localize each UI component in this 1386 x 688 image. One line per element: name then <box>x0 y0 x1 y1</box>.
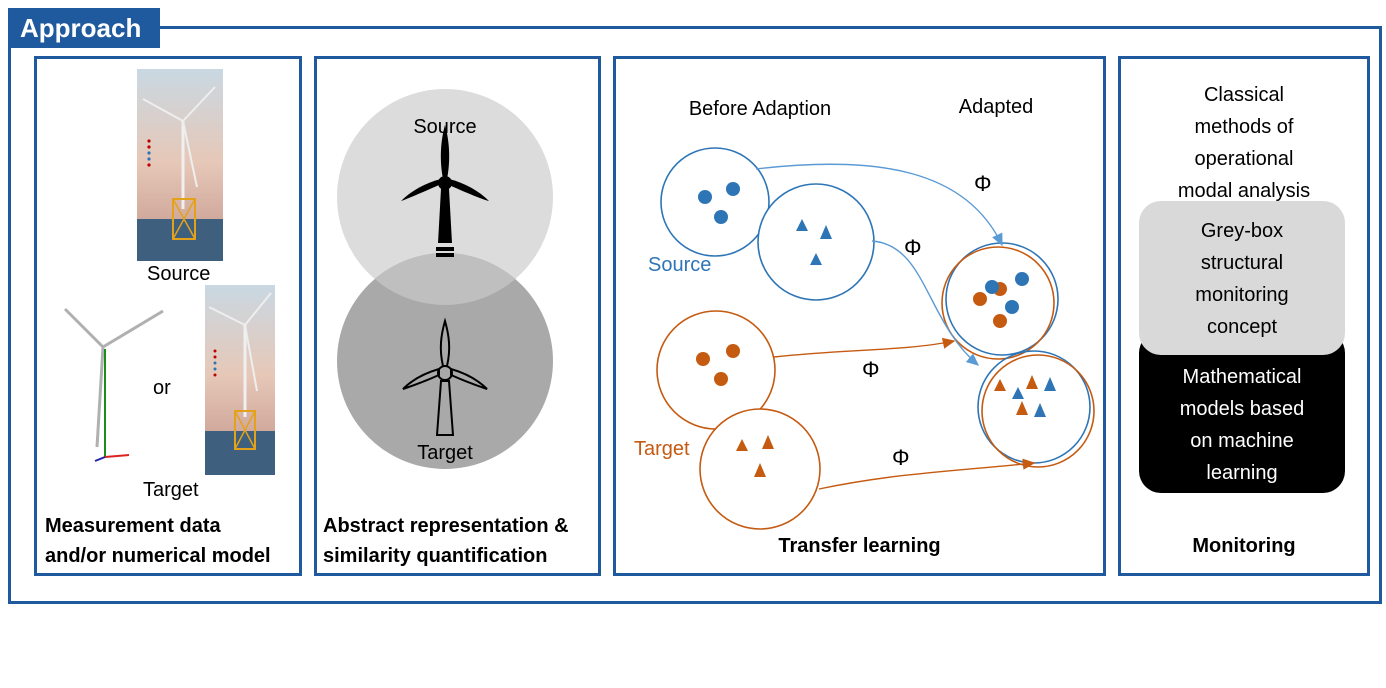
grey-box-concept-box: Grey-box structural monitoring concept <box>1139 201 1345 355</box>
panel1-source-label: Source <box>147 263 211 285</box>
panel3-source-label: Source <box>648 254 711 276</box>
panel-measurement-data: Source or Target Measurement data and/or <box>34 56 302 576</box>
wind-turbine-outline-icon <box>402 317 488 436</box>
panel2-caption-line1: Abstract representation & <box>323 515 569 537</box>
panel-transfer-learning: Before Adaption Adapted Source Target <box>613 56 1106 576</box>
turbine-photo-target <box>205 285 275 475</box>
approach-frame <box>8 26 1382 604</box>
panel-abstract-representation: Source Target Abstract representation & … <box>314 56 601 576</box>
adapted-triangles <box>994 375 1056 417</box>
target-triangles <box>736 435 774 477</box>
panel1-target-label: Target <box>143 479 199 501</box>
source-triangles-cluster <box>757 183 875 301</box>
panel2-caption-line2: similarity quantification <box>323 545 548 567</box>
turbine-photo-source <box>137 69 223 261</box>
panel2-target-label: Target <box>417 442 473 464</box>
phi-label-1: Φ <box>974 171 992 196</box>
phi-label-2: Φ <box>904 235 922 260</box>
before-adaption-label: Before Adaption <box>689 98 831 120</box>
panel1-caption-line1: Measurement data <box>45 515 221 537</box>
arrow-source-dots <box>755 163 1003 247</box>
classical-methods-text: Classical methods of operational modal a… <box>1177 84 1311 202</box>
source-triangles <box>796 219 832 265</box>
panel-monitoring: Classical methods of operational modal a… <box>1118 56 1370 576</box>
arrow-target-triangles <box>818 458 1036 490</box>
approach-tab: Approach <box>8 8 160 48</box>
wind-turbine-solid-icon <box>401 125 489 257</box>
panel3-caption: Transfer learning <box>778 535 941 557</box>
adapted-label: Adapted <box>959 96 1034 118</box>
adapted-triangles-cluster <box>981 354 1095 468</box>
transfer-learning-diagram: Before Adaption Adapted Source Target <box>634 96 1095 530</box>
adapted-dots-cluster <box>941 246 1055 360</box>
phi-label-3: Φ <box>862 357 880 382</box>
source-dots <box>698 182 740 224</box>
adapted-dots <box>973 272 1029 328</box>
arrow-source-triangles <box>871 240 980 366</box>
arrow-target-dots <box>773 337 956 358</box>
turbine-fe-model <box>63 307 164 462</box>
target-circle <box>337 253 553 469</box>
phi-label-4: Φ <box>892 445 910 470</box>
panel1-or-label: or <box>153 377 171 399</box>
panel4-caption: Monitoring <box>1192 535 1296 557</box>
panel1-caption-line2: and/or numerical model <box>45 545 271 567</box>
venn-diagram: Source Target <box>337 89 553 469</box>
panel3-target-label: Target <box>634 438 690 460</box>
source-dots-cluster <box>660 147 770 257</box>
ml-models-box: Mathematical models based on machine lea… <box>1139 331 1345 493</box>
target-dots <box>696 344 740 386</box>
